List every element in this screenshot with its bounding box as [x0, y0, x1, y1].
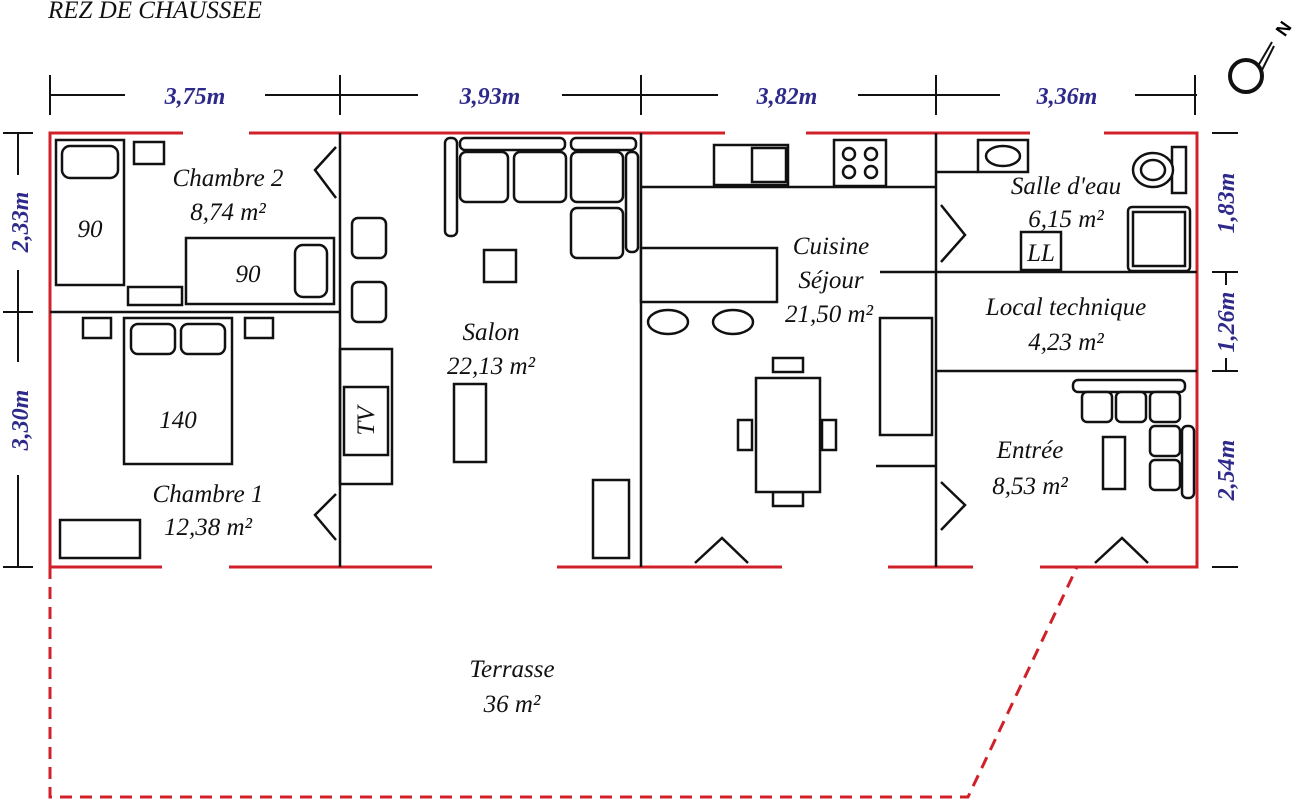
coffee-table: [482, 248, 518, 284]
room-name: Entrée: [996, 437, 1064, 464]
room-area: 22,13 m²: [447, 353, 536, 380]
exterior-walls: [48, 131, 1199, 799]
room-entree: Entrée 8,53 m²: [992, 437, 1068, 500]
dim-right-2: 1,26m: [1214, 292, 1240, 353]
room-name: Chambre 2: [173, 165, 284, 192]
cabinet: [878, 316, 934, 437]
plan-title: REZ DE CHAUSSÉE: [47, 0, 262, 24]
bar-stool: [646, 308, 690, 336]
room-chambre-1: Chambre 1 12,38 m²: [153, 481, 264, 541]
sofa: [443, 136, 640, 260]
room-name: Chambre 1: [153, 481, 264, 508]
room-name: Salle d'eau: [1011, 173, 1121, 200]
room-area: 8,74 m²: [190, 199, 266, 226]
bed-size-label: 90: [236, 261, 262, 288]
dim-top-3: 3,82m: [756, 84, 818, 110]
nightstand: [243, 316, 275, 340]
nightstand: [132, 140, 166, 166]
dim-top-4: 3,36m: [1036, 84, 1098, 110]
dim-top-2: 3,93m: [459, 84, 521, 110]
bar-stool: [711, 308, 755, 336]
room-area: 4,23 m²: [1028, 329, 1104, 356]
right-dimension-line: 1,83m 1,26m 2,54m: [1212, 132, 1240, 568]
entry-sofa: [1071, 378, 1196, 500]
interior-walls: [50, 133, 1197, 567]
room-area: 12,38 m²: [164, 514, 253, 541]
bed-double: 140: [122, 316, 234, 466]
dim-left-1: 2,33m: [8, 192, 34, 254]
room-chambre-2: Chambre 2 8,74 m²: [173, 165, 284, 226]
compass-icon: N: [1228, 18, 1296, 94]
stove: [832, 138, 888, 188]
room-area: 6,15 m²: [1028, 206, 1104, 233]
dim-right-1: 1,83m: [1214, 173, 1240, 234]
room-name: Terrasse: [469, 656, 554, 683]
dim-right-3: 2,54m: [1214, 440, 1240, 502]
washbasin: [976, 138, 1030, 174]
nightstand: [81, 316, 113, 340]
bed-size-label: 90: [78, 216, 104, 243]
dim-left-2: 3,30m: [8, 390, 34, 452]
room-local-technique: Local technique 4,23 m²: [985, 294, 1146, 356]
room-area: 21,50 m²: [785, 301, 874, 328]
room-area: 36 m²: [483, 691, 541, 718]
armchair: [350, 280, 388, 324]
kitchen-island: [639, 246, 779, 304]
room-name-2: Séjour: [798, 267, 864, 294]
room-salon: Salon 22,13 m²: [447, 319, 536, 380]
door-icons: [313, 146, 1149, 564]
shower: [1126, 205, 1192, 273]
bed-size-label: 140: [159, 407, 197, 434]
compass-north-label: N: [1272, 18, 1296, 40]
armchair: [350, 216, 388, 260]
table: [452, 382, 488, 464]
cabinet: [591, 478, 631, 560]
toilet: [1131, 145, 1188, 195]
left-dimension-line: 2,33m 3,30m: [3, 132, 34, 568]
top-dimension-line: 3,75m 3,93m 3,82m 3,36m: [49, 75, 1197, 115]
low-table: [1101, 435, 1127, 491]
sink: [712, 143, 790, 187]
tv-label: TV: [353, 404, 380, 436]
dining-table: [736, 356, 838, 508]
washing-machine-label: LL: [1026, 240, 1055, 267]
room-cuisine-sejour: Cuisine Séjour 21,50 m²: [785, 233, 874, 328]
desk: [126, 285, 184, 307]
room-salle-d-eau: Salle d'eau 6,15 m²: [1011, 173, 1121, 233]
dim-top-1: 3,75m: [164, 84, 226, 110]
room-name: Local technique: [985, 294, 1146, 321]
room-name: Cuisine: [793, 233, 869, 260]
room-name: Salon: [463, 319, 520, 346]
room-area: 8,53 m²: [992, 473, 1068, 500]
desk: [58, 518, 142, 560]
tv-unit: TV: [342, 385, 390, 457]
bed-single-1: 90: [54, 138, 126, 287]
room-terrasse: Terrasse 36 m²: [469, 656, 554, 718]
washing-machine: LL: [1019, 230, 1063, 272]
bed-single-2: 90: [184, 236, 336, 306]
